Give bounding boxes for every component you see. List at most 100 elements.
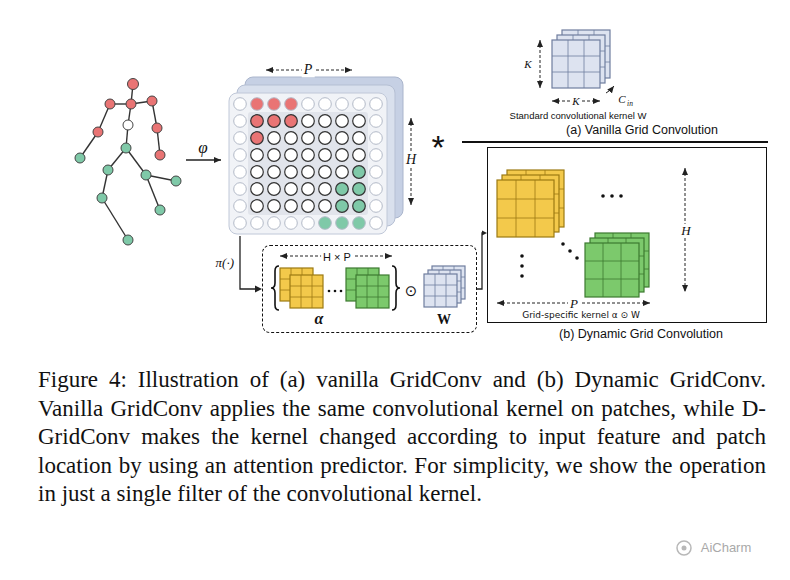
skeleton-joints (75, 79, 181, 246)
ellipsis-dots (601, 194, 605, 198)
dimension-arrows (266, 40, 685, 303)
kernel-grids (378, 275, 379, 308)
node-text: H × P (321, 251, 353, 263)
grid-node-circles (353, 200, 366, 213)
node-text: H (404, 152, 418, 167)
feature-grid: PH (222, 58, 422, 236)
skeleton-joints (141, 170, 151, 180)
kernel-grids (290, 286, 323, 287)
connector (240, 236, 262, 293)
kernel-grids (312, 275, 313, 308)
grid-node-circles (251, 200, 264, 213)
watermark-icon (677, 541, 691, 555)
ellipsis-dots (610, 194, 614, 198)
kernel-grids (497, 199, 554, 200)
grid-node-circles (370, 98, 383, 111)
dimension-arrows (540, 40, 541, 88)
grid-node-circles (370, 200, 383, 213)
grid-node-circles (336, 166, 349, 179)
grid-node-circles (268, 98, 281, 111)
grid-node-circles (268, 166, 281, 179)
kernel-grids (552, 40, 600, 88)
grid-node-circles (268, 115, 281, 128)
ellipsis-dots (568, 249, 572, 253)
figure-label: K (524, 58, 531, 70)
skeleton-bones (146, 175, 160, 210)
grid-node-circles (285, 115, 298, 128)
grid-node-circles (234, 115, 247, 128)
grid-node-circles (353, 217, 366, 230)
grid-node-circles (353, 166, 366, 179)
skeleton-joints (155, 205, 165, 215)
grid-node-circles (370, 149, 383, 162)
grid-node-circles (353, 132, 366, 145)
grid-node-circles (302, 132, 315, 145)
kernel-grids (446, 274, 447, 307)
kernel-grids (367, 275, 368, 308)
kernel-grids (497, 218, 554, 219)
grid-node-circles (336, 217, 349, 230)
watermark: AiCharm (701, 541, 752, 555)
grid-node-circles (353, 149, 366, 162)
watermark-icon (682, 546, 687, 551)
grid-node-circles (319, 115, 332, 128)
grid-node-circles (370, 217, 383, 230)
grid-node-circles (285, 217, 298, 230)
node-text: α (315, 310, 324, 328)
kernel-grids (585, 279, 639, 280)
grid-node-circles (370, 183, 383, 196)
skeleton-joints (147, 96, 157, 106)
grid-node-circles (285, 98, 298, 111)
grid-node-circles (251, 115, 264, 128)
kernel-grids (356, 275, 389, 308)
grid-layers (229, 93, 387, 234)
grid-node-circles (234, 183, 247, 196)
grid-layers (229, 77, 403, 234)
kernel-grids (552, 56, 600, 57)
grid-node-circles (234, 200, 247, 213)
kernel-grids (290, 297, 323, 298)
grid-node-circles (302, 183, 315, 196)
ellipsis-dots (334, 290, 337, 293)
grid-node-circles (302, 166, 315, 179)
grid-node-circles (285, 166, 298, 179)
edge-label: π(·) (216, 255, 234, 269)
skeleton-bones (102, 198, 128, 240)
figure-label: φ (198, 139, 207, 158)
grid-node-circles (319, 183, 332, 196)
grid-node-circles (285, 149, 298, 162)
grid-node-circles (319, 149, 332, 162)
figure-label: (a) Vanilla Grid Convolution (566, 124, 718, 138)
grid-node-circles (234, 166, 247, 179)
ellipsis-dots (328, 290, 331, 293)
grid-node-circles (234, 217, 247, 230)
kernel-grids (356, 297, 389, 298)
skeleton-joints (128, 79, 139, 90)
arrow-head (255, 286, 262, 293)
figure-caption: Figure 4: Illustration of (a) vanilla Gr… (38, 366, 766, 509)
skeleton-joints (93, 127, 103, 137)
kernel-grids (535, 180, 536, 237)
skeleton-joints (105, 99, 115, 109)
brace (271, 266, 279, 310)
kernel-grids (435, 274, 436, 307)
brace (392, 266, 400, 310)
kernel-grids (552, 72, 600, 73)
grid-node-circles (336, 149, 349, 162)
brace (271, 266, 400, 310)
grid-node-circles (302, 115, 315, 128)
grid-node-circles (251, 98, 264, 111)
kernel-grids (424, 274, 457, 307)
ellipsis-dots (328, 194, 623, 292)
grid-node-circles (370, 115, 383, 128)
grid-node-circles (268, 217, 281, 230)
grid-node-circles (370, 132, 383, 145)
dynamic-panel: HPGrid-specific kernel α ⊙ W(b) Dynamic … (487, 147, 767, 323)
figure-label: C (618, 93, 625, 105)
node-text: H (679, 224, 692, 238)
skeleton-joints (123, 235, 133, 245)
kernel-grids (356, 286, 389, 287)
grid-node-circles (234, 98, 383, 230)
grid-node-circles (302, 98, 315, 111)
grid-node-circles (234, 149, 247, 162)
